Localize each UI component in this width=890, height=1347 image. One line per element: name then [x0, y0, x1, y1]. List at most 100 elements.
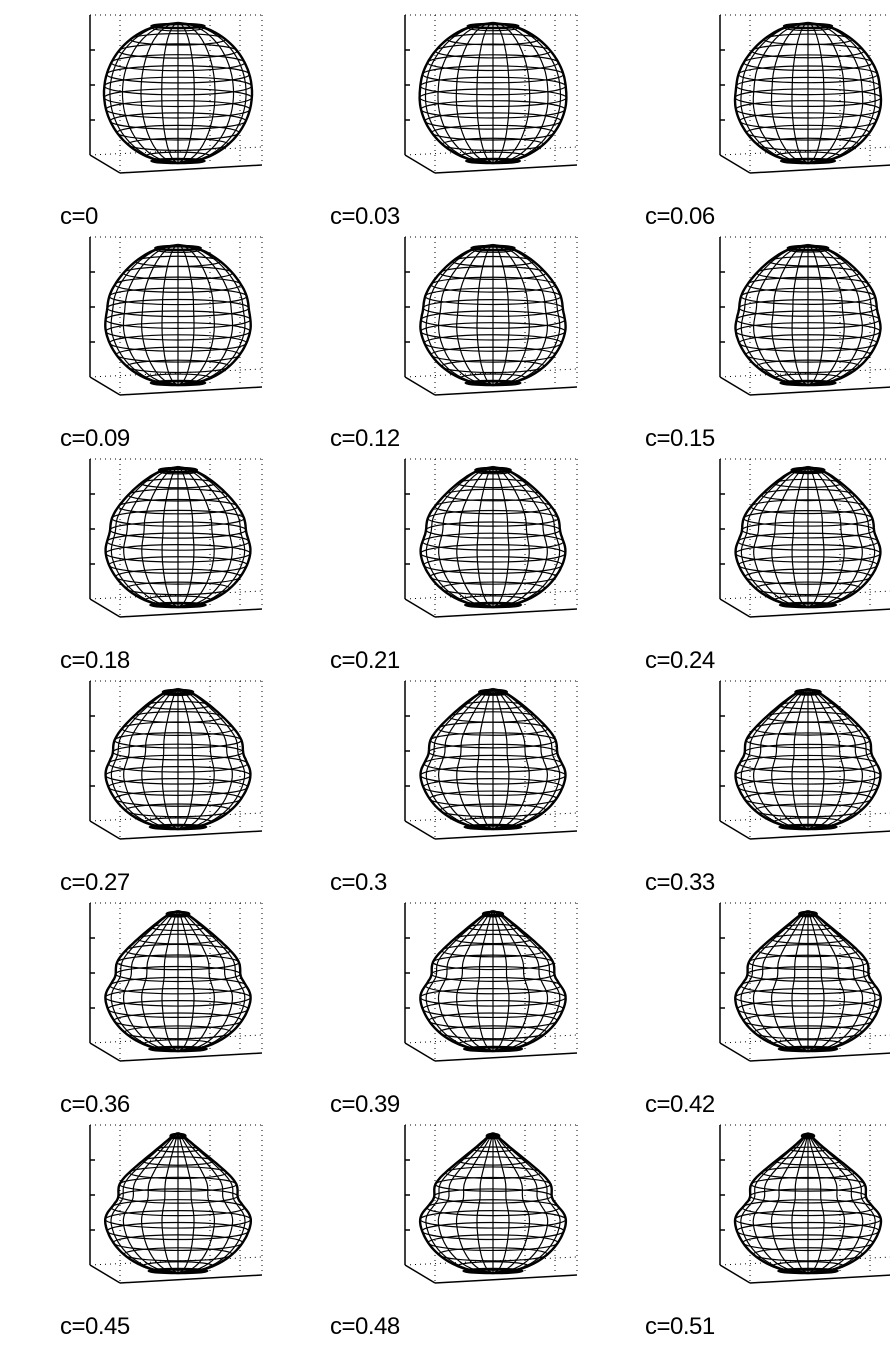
parallel-line [789, 1146, 827, 1153]
grid-line [404, 146, 578, 156]
parallel-line [123, 1025, 233, 1040]
meridian-line [492, 243, 567, 387]
meridian-line [437, 1132, 494, 1274]
parallel-line [441, 359, 545, 374]
shape-panel [719, 1124, 890, 1347]
parallel-line [150, 923, 206, 932]
parallel-line [125, 581, 231, 596]
parallel-line [430, 276, 556, 293]
parallel-line [421, 532, 565, 551]
parallel-line [750, 1176, 866, 1192]
parallel-line [124, 803, 232, 818]
y-axis [434, 1052, 578, 1062]
parallel-line [128, 1166, 228, 1180]
y-axis [749, 608, 890, 618]
parallel-line [737, 778, 879, 796]
x-axis [719, 1042, 751, 1062]
top-cap [466, 22, 520, 30]
meridian-line [734, 465, 809, 609]
surface-plot [404, 236, 578, 396]
top-cap [790, 466, 826, 474]
surface-plot [89, 902, 263, 1062]
base-cap [150, 157, 206, 165]
wireframe-mesh [419, 909, 567, 1053]
base-cap [464, 379, 522, 387]
parallel-line [426, 54, 560, 72]
meridian-line [123, 910, 179, 1052]
parallel-line [453, 933, 533, 945]
parallel-line [768, 256, 848, 267]
axes-box [404, 14, 578, 174]
wireframe-mesh [419, 687, 567, 831]
y-axis [119, 608, 263, 618]
parallel-line [749, 1188, 867, 1204]
shape-panel [404, 14, 705, 237]
base-cap [778, 823, 838, 831]
y-axis [749, 1274, 890, 1284]
parallel-line [771, 1261, 845, 1271]
parallel-line [444, 488, 542, 502]
parallel-line [735, 310, 881, 329]
meridian-line [492, 465, 567, 609]
parallel-line [741, 1199, 875, 1217]
meridian-line [492, 1131, 568, 1275]
panel-caption: c=0.3 [330, 869, 387, 896]
parallel-line [114, 276, 242, 293]
wireframe-mesh [734, 909, 882, 1053]
meridian-line [807, 1132, 864, 1274]
parallel-line [420, 322, 566, 341]
x-axis [404, 154, 436, 174]
parallel-line [424, 112, 562, 130]
parallel-line [756, 137, 860, 152]
surface-plot [404, 14, 578, 174]
parallel-line [735, 76, 881, 96]
parallel-line [423, 754, 563, 773]
y-axis [749, 386, 890, 396]
parallel-line [104, 766, 252, 785]
panel-caption: c=0.48 [330, 1313, 400, 1340]
meridian-line [104, 465, 179, 609]
parallel-line [111, 509, 245, 527]
parallel-line [735, 100, 881, 119]
meridian-line [437, 688, 494, 830]
parallel-line [451, 255, 535, 267]
parallel-line [478, 691, 508, 696]
parallel-line [472, 1146, 514, 1153]
parallel-line [770, 933, 846, 945]
meridian-line [110, 1132, 179, 1274]
shape-panel [404, 458, 705, 681]
meridian-line [492, 22, 562, 164]
parallel-line [763, 33, 853, 46]
surface-plot [89, 458, 263, 618]
meridian-line [733, 1132, 809, 1275]
parallel-line [104, 988, 252, 1007]
parallel-line [779, 701, 837, 710]
meridian-line [807, 466, 825, 608]
top-cap [477, 688, 509, 696]
meridian-line [492, 21, 568, 165]
meridian-line [177, 22, 247, 164]
top-cap [150, 22, 206, 30]
meridian-line [425, 466, 494, 608]
shape-panel [404, 236, 705, 459]
meridian-line [740, 1132, 809, 1274]
panel-caption: c=0.33 [645, 869, 715, 896]
meridian-line [110, 466, 179, 608]
meridian-line [740, 244, 809, 386]
meridian-line [492, 1132, 549, 1274]
parallel-line [105, 310, 251, 329]
shape-panel [719, 14, 890, 237]
parallel-line [738, 334, 878, 352]
parallel-line [135, 255, 221, 268]
parallel-line [750, 499, 866, 515]
parallel-line [132, 711, 224, 723]
y-axis [119, 1052, 263, 1062]
parallel-line [421, 65, 565, 84]
wireframe-mesh [418, 21, 568, 165]
top-cap [474, 466, 512, 474]
shape-panel [89, 236, 390, 459]
parallel-line [110, 54, 246, 72]
parallel-line [109, 976, 247, 995]
parallel-line [746, 966, 870, 982]
base-cap [779, 379, 837, 387]
